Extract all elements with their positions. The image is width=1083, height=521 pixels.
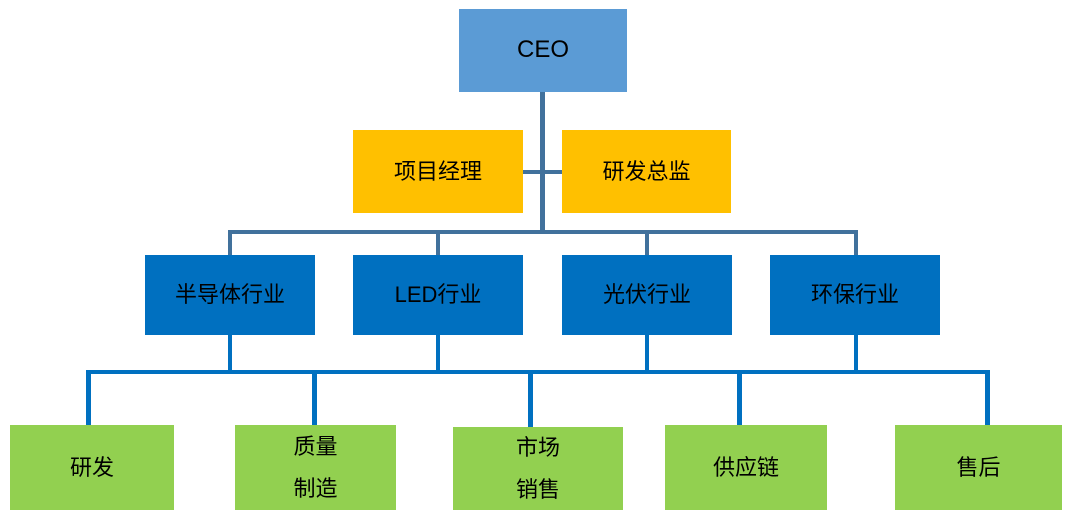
connector-vert-photovoltaic xyxy=(645,335,649,372)
node-rd-director-label: 研发总监 xyxy=(602,158,691,184)
connector-drop-after-sales xyxy=(985,370,990,425)
connector-drop-led xyxy=(436,230,440,256)
node-after-sales-label: 售后 xyxy=(956,454,1001,480)
node-rnd[interactable]: 研发 xyxy=(10,425,174,510)
connector-ceo-vertical xyxy=(540,92,545,234)
node-project-manager[interactable]: 项目经理 xyxy=(353,130,523,213)
connector-stub-project-manager xyxy=(521,170,542,174)
node-market-sales[interactable]: 市场 销售 xyxy=(453,427,623,510)
node-supply-chain[interactable]: 供应链 xyxy=(665,425,827,510)
node-quality-line1: 质量 xyxy=(293,433,338,459)
node-supply-chain-label: 供应链 xyxy=(712,454,779,480)
connector-bus-industries xyxy=(228,230,858,234)
connector-stub-rd-director xyxy=(543,170,564,174)
node-quality-line2: 制造 xyxy=(293,475,338,501)
node-led-industry[interactable]: LED行业 xyxy=(353,255,523,335)
node-photovoltaic-industry[interactable]: 光伏行业 xyxy=(562,255,732,335)
node-rd-director[interactable]: 研发总监 xyxy=(562,130,731,213)
node-rnd-label: 研发 xyxy=(69,454,114,480)
connector-drop-quality xyxy=(312,370,317,425)
connector-drop-supply xyxy=(737,370,742,425)
connector-drop-semiconductor xyxy=(228,230,232,256)
connector-drop-environmental xyxy=(854,230,858,256)
node-after-sales[interactable]: 售后 xyxy=(895,425,1062,510)
node-led-label: LED行业 xyxy=(394,282,482,308)
node-semiconductor-label: 半导体行业 xyxy=(174,282,285,308)
connector-vert-semiconductor xyxy=(228,335,232,372)
node-environmental-industry[interactable]: 环保行业 xyxy=(770,255,940,335)
connector-vert-environmental xyxy=(854,335,858,372)
connector-drop-market xyxy=(528,370,533,427)
node-ceo-label: CEO xyxy=(516,36,569,64)
node-ceo[interactable]: CEO xyxy=(459,9,627,92)
connector-vert-led xyxy=(436,335,440,372)
node-environmental-label: 环保行业 xyxy=(810,282,899,308)
connector-drop-rnd xyxy=(86,370,91,425)
node-market-line1: 市场 xyxy=(515,434,560,460)
node-project-manager-label: 项目经理 xyxy=(393,158,482,184)
connector-bus-departments xyxy=(86,370,990,374)
connector-drop-photovoltaic xyxy=(645,230,649,256)
node-quality-manufacturing[interactable]: 质量 制造 xyxy=(235,425,396,510)
node-photovoltaic-label: 光伏行业 xyxy=(602,282,691,308)
node-market-line2: 销售 xyxy=(515,476,560,502)
node-semiconductor-industry[interactable]: 半导体行业 xyxy=(145,255,315,335)
